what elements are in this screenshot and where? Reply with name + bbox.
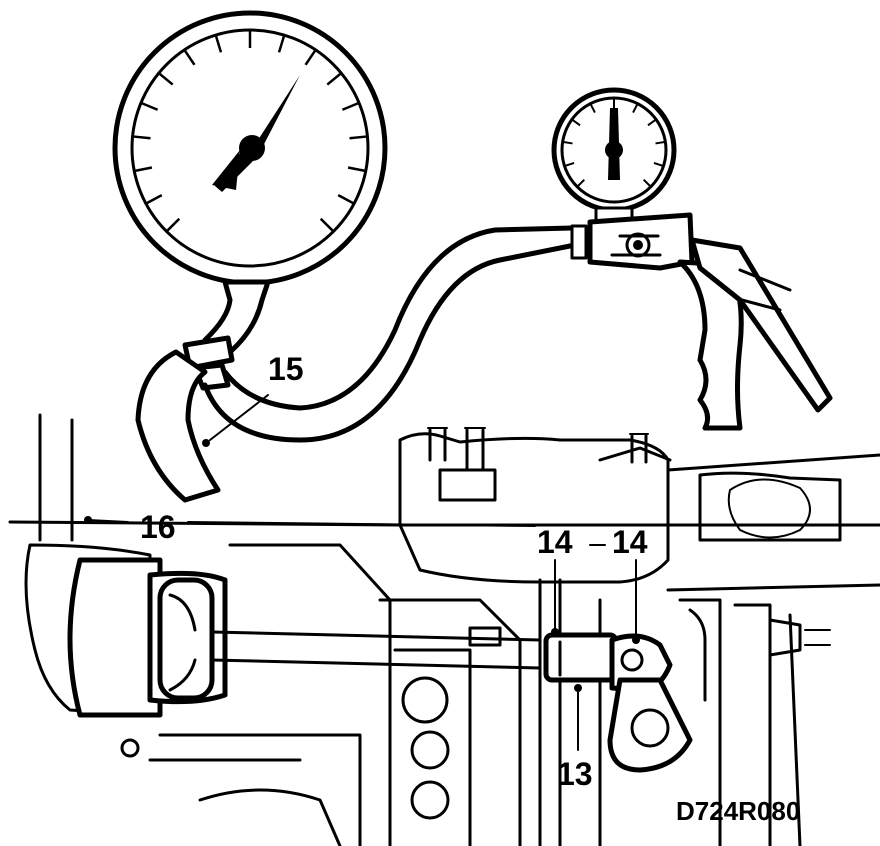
pressure-gauge-icon: [112, 10, 388, 391]
dial-tick: [145, 194, 163, 205]
dial-tick: [337, 194, 355, 205]
dial-tick: [642, 178, 652, 188]
actuator-linkage: [468, 626, 693, 773]
callout-14-right: 14: [612, 524, 648, 560]
hand-vacuum-pump-icon: [551, 87, 833, 431]
dial-tick: [349, 135, 368, 140]
dial-tick: [319, 217, 335, 233]
vacuum-hose: [135, 224, 588, 503]
callout-14-left: 14: [537, 524, 573, 560]
dial-tick: [165, 217, 181, 233]
dial-tick: [132, 135, 151, 140]
dial-tick: [304, 49, 317, 66]
callout-13: 13: [557, 756, 593, 792]
dial-tick: [341, 101, 360, 111]
wastegate-actuator: [24, 543, 542, 718]
dial-tick: [347, 166, 366, 173]
dial-tick: [632, 103, 639, 114]
dial-tick: [589, 103, 596, 114]
dial-tick: [576, 178, 586, 188]
dial-tick: [564, 162, 575, 168]
dial-tick: [277, 34, 286, 53]
dial-tick: [647, 118, 657, 127]
leader-lines: [84, 394, 640, 751]
callout-15: 15: [268, 351, 304, 387]
dial-tick: [157, 72, 174, 86]
figure-code: D724R080: [676, 796, 800, 826]
dial-tick: [653, 162, 664, 168]
engine-background: [8, 413, 880, 846]
dial-tick: [571, 118, 581, 127]
dial-tick: [655, 140, 666, 145]
dial-tick: [326, 72, 343, 86]
dial-tick: [214, 34, 223, 53]
dial-tick: [134, 166, 153, 173]
dial-tick: [562, 140, 573, 145]
dial-tick: [183, 49, 196, 66]
callout-labels: 15 16 14 14 13 D724R080: [140, 351, 800, 826]
dial-tick: [140, 101, 159, 111]
callout-16: 16: [140, 509, 176, 545]
